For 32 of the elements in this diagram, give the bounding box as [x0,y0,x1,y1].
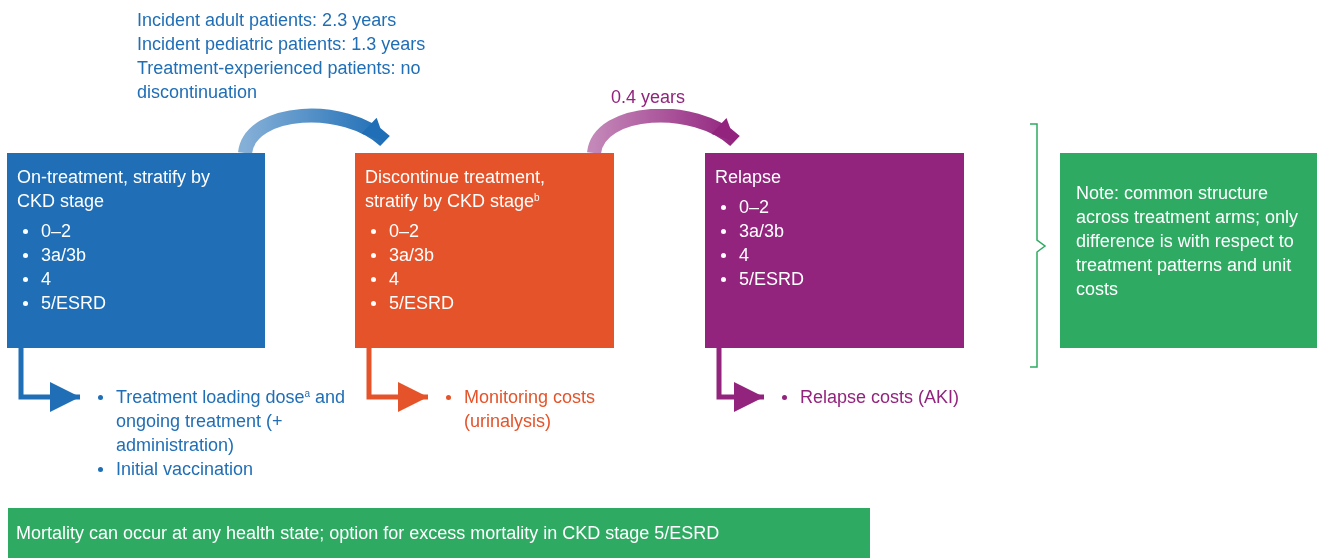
state-box [7,153,265,348]
stage-item: 0–2 [715,195,954,219]
duration-note: Incident adult patients: 2.3 years [137,9,398,32]
cost-item: Initial vaccination [92,457,392,481]
duration-note: Incident pediatric patients: 1.3 years [137,33,427,56]
stage-item: 3a/3b [365,243,604,267]
stage-item: 0–2 [365,219,604,243]
stage-item: 3a/3b [17,243,255,267]
stage-item: 4 [17,267,255,291]
stage-item: 5/ESRD [715,267,954,291]
state-title: Discontinue treatment, stratify by CKD stage$^{b}$ [365,166,547,213]
duration-note: Treatment-experienced patients: no discontinuation [137,57,422,104]
stage-item: 0–2 [17,219,255,243]
cost-item: Treatment loading dose$^{a}$ and ongoing treatment (+ administration) [92,385,392,457]
elbow-arrow [18,348,80,412]
cost-item: Relapse costs (AKI) [776,385,1016,409]
stage-item: 5/ESRD [365,291,604,315]
banner-text: Mortality can occur at any health state; option for excess mortality in CKD stage 5/ESRD [16,522,721,545]
state-title: Relapse [715,166,783,189]
stage-item: 4 [365,267,604,291]
state-title: On-treatment, stratify by CKD stage [17,166,212,213]
stage-item: 4 [715,243,954,267]
stage-item: 5/ESRD [17,291,255,315]
note-text: Note: common structure across treatment arms; only difference is with respect to treatment patterns and unit costs [1076,182,1300,301]
state-box [705,153,964,348]
elbow-arrow [716,348,764,412]
mortality-banner [8,508,870,558]
stage-item: 3a/3b [715,219,954,243]
state-box [355,153,614,348]
cost-item: Monitoring costs (urinalysis) [440,385,640,433]
elbow-arrow [366,348,428,412]
note-box [1060,153,1317,348]
